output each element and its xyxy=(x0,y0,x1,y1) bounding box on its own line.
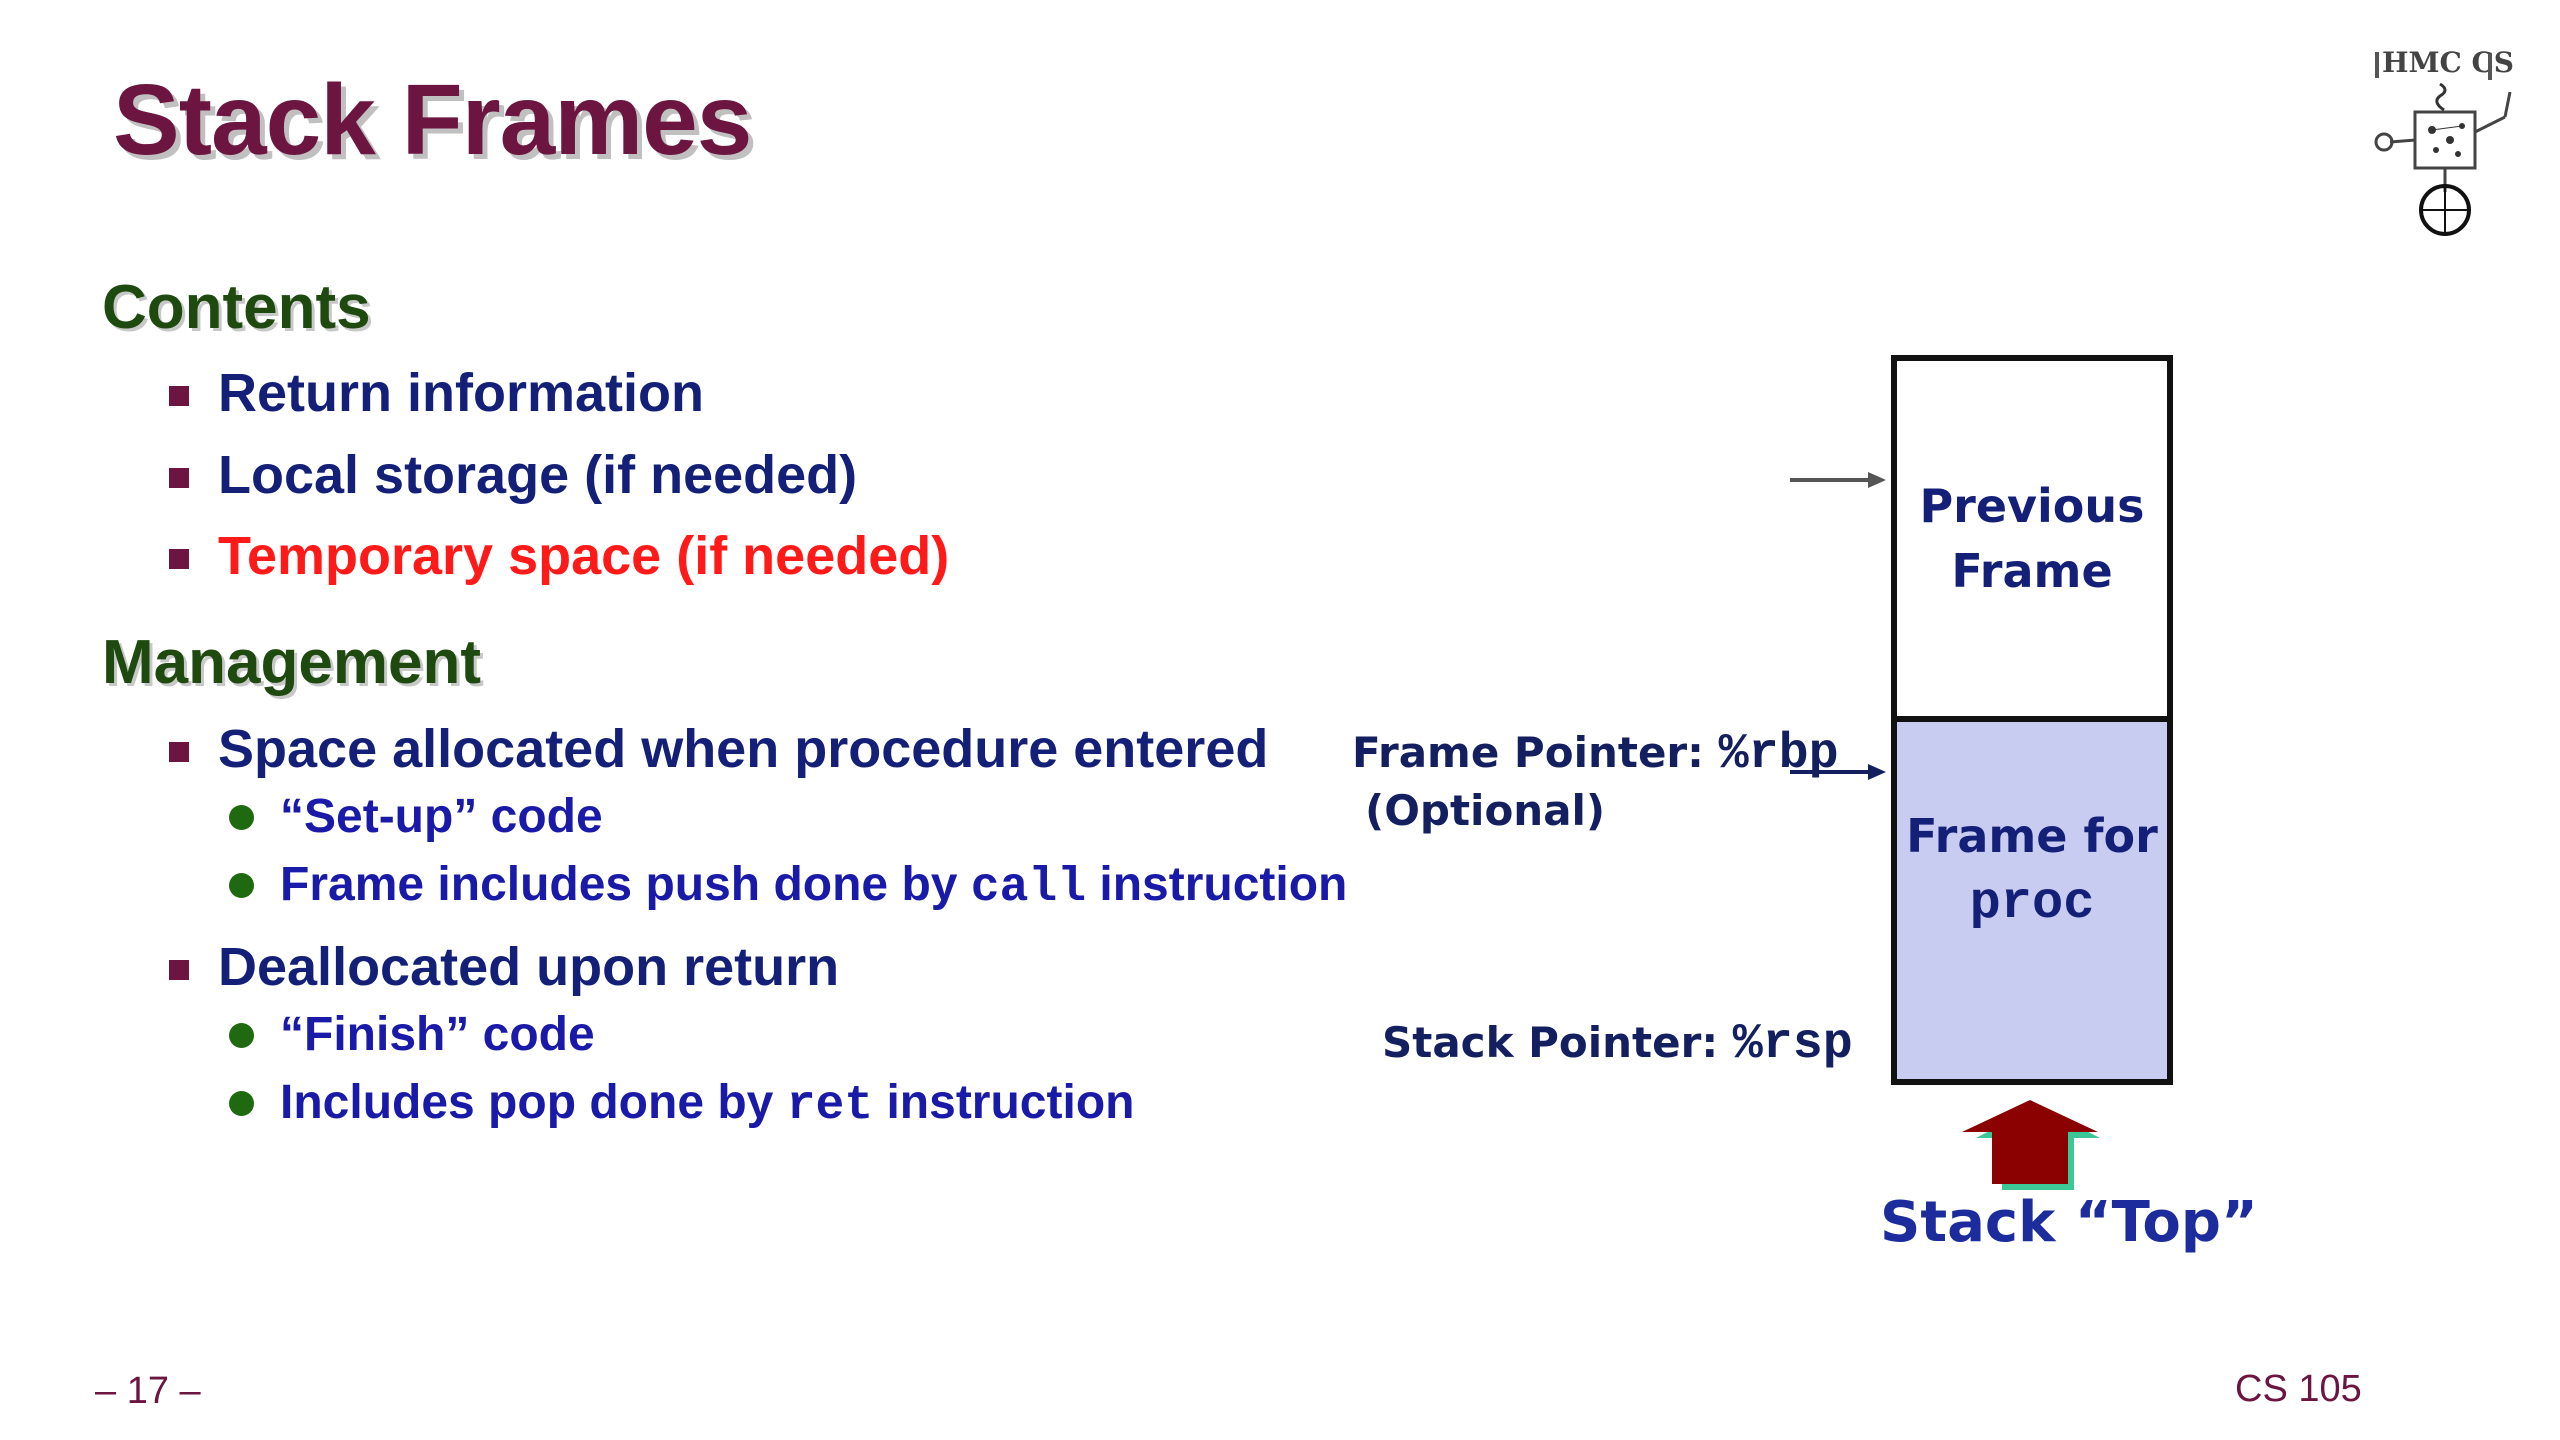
stack-pointer-label: Stack Pointer: %rsp xyxy=(1382,1020,1853,1070)
fp-optional-label: (Optional) xyxy=(1365,786,1606,835)
sub-bullet-setup-code: “Set-up” code xyxy=(229,790,603,843)
current-frame-line1: Frame for xyxy=(1906,808,2158,863)
sp-label-text: Stack Pointer: xyxy=(1382,1018,1733,1067)
rsp-register: %rsp xyxy=(1732,1016,1853,1073)
previous-frame-line2: Frame xyxy=(1951,543,2113,598)
bullet-local-storage: Local storage (if needed) xyxy=(168,445,858,505)
stack-top-arrow xyxy=(1962,1100,2100,1190)
course-label: CS 105 xyxy=(2235,1368,2362,1410)
frame-push-text-end: instruction xyxy=(1086,858,1348,911)
stack-top-label: Stack “Top” xyxy=(1880,1190,2258,1255)
logo-text: HMC CS xyxy=(2382,46,2514,79)
fp-label-text: Frame Pointer: xyxy=(1352,728,1719,777)
sub-bullet-frame-push: Frame includes push done by call instruc… xyxy=(228,858,1348,915)
call-code: call xyxy=(970,861,1087,915)
previous-frame-line1: Previous xyxy=(1919,479,2145,534)
pointer-arrows xyxy=(1790,472,1886,780)
empty-pointer-arrow xyxy=(1790,472,1886,488)
pop-text-end: instruction xyxy=(873,1076,1135,1129)
bullet-return-info: Return information xyxy=(169,363,704,423)
previous-frame-box: Previous Frame xyxy=(1891,355,2173,722)
page-number: – 17 – xyxy=(95,1370,201,1412)
sub-bullet-finish-code: “Finish” code xyxy=(229,1008,595,1061)
ret-code: ret xyxy=(786,1079,874,1133)
current-frame-box: Frame for proc xyxy=(1891,716,2173,1085)
proc-code: proc xyxy=(1969,874,2095,934)
slide-title: Stack Frames xyxy=(113,64,752,176)
frame-pointer-arrow xyxy=(1790,764,1886,780)
management-heading: Management xyxy=(102,628,481,697)
frame-push-text: Frame includes push done by xyxy=(280,858,971,911)
bullet-space-allocated: Space allocated when procedure entered xyxy=(168,719,1269,779)
bullet-temporary-space: Temporary space (if needed) xyxy=(168,526,950,586)
sub-bullet-pop: Includes pop done by ret instruction xyxy=(228,1076,1135,1133)
bullet-deallocated: Deallocated upon return xyxy=(168,937,840,997)
contents-heading: Contents xyxy=(102,273,371,342)
frame-pointer-label: Frame Pointer: %rbp xyxy=(1352,730,1839,780)
hmc-cs-logo: HMC CS xyxy=(2374,46,2514,236)
pop-text: Includes pop done by xyxy=(280,1076,787,1129)
